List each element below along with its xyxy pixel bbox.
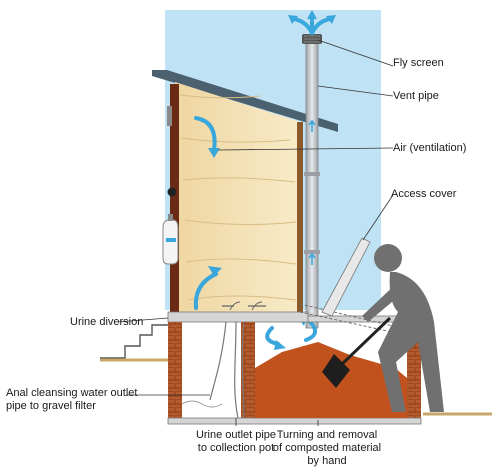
ground	[100, 324, 492, 416]
label-air-ventilation: Air (ventilation)	[393, 142, 467, 154]
anal-cleansing-pipe	[209, 321, 227, 401]
label-vent-pipe: Vent pipe	[393, 90, 439, 102]
water-container-icon	[162, 187, 179, 265]
urine-pipe	[234, 321, 239, 419]
vault-wall-right	[407, 342, 421, 418]
label-anal-cleansing-line2: pipe to gravel filter	[6, 400, 96, 412]
label-turning-line3: by hand	[307, 455, 347, 467]
back-wall	[175, 82, 300, 312]
vault-floor	[167, 417, 422, 425]
roof	[152, 70, 338, 132]
label-urine-diversion: Urine diversion	[70, 316, 144, 328]
house	[167, 82, 303, 312]
wood-grain	[179, 94, 297, 301]
vent-cap-icon	[302, 34, 322, 44]
door-hinge	[167, 106, 172, 126]
leader-lines	[117, 39, 394, 426]
vault-wall-left	[168, 322, 182, 418]
label-turning-line1: Turning and removal	[276, 429, 378, 441]
vent-pipe	[304, 41, 320, 329]
air-flow-arrow-icon	[193, 15, 332, 346]
dashed-outline	[299, 303, 411, 337]
door-frame	[170, 84, 179, 312]
air-flow-arrowheads	[208, 10, 336, 350]
label-urine-outlet-line2: to collection pot	[197, 442, 275, 454]
label-access-cover: Access cover	[391, 188, 457, 200]
person-shoveling-icon	[362, 244, 444, 412]
label-anal-cleansing-line1: Anal cleansing water outlet	[6, 387, 138, 399]
wall-post	[297, 122, 303, 312]
label-fly-screen: Fly screen	[393, 57, 444, 69]
vault-wall-center	[241, 322, 255, 418]
label-urine-outlet-line1: Urine outlet pipe	[195, 429, 277, 441]
shovel	[322, 316, 392, 388]
label-turning-line2: of composted material	[272, 442, 382, 454]
access-cover	[321, 237, 371, 317]
